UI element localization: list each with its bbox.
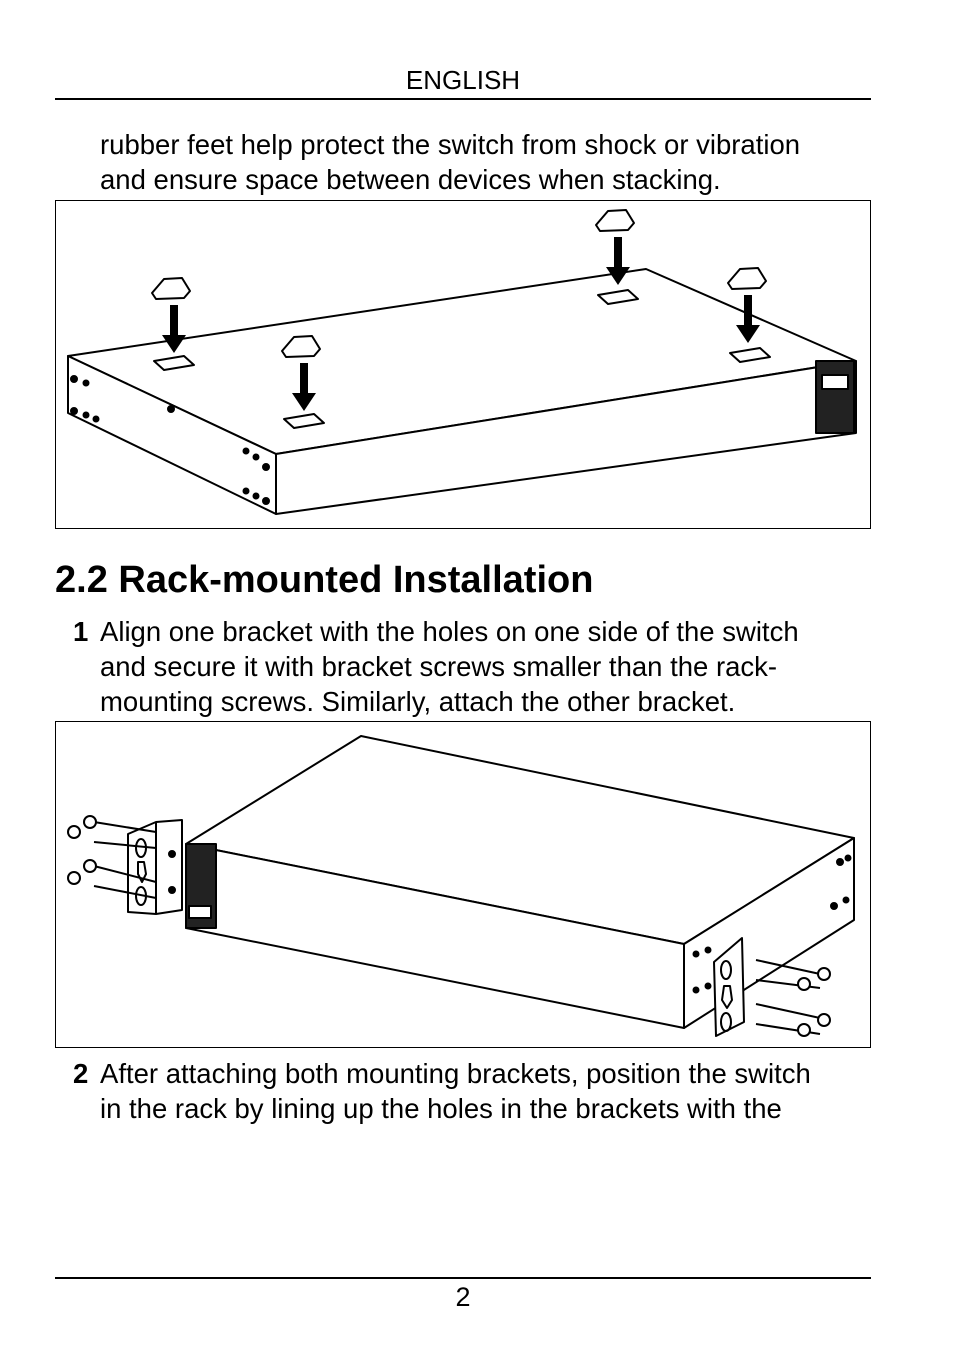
page-header-language: ENGLISH xyxy=(405,65,521,95)
step-1-line-2: and secure it with bracket screws smalle… xyxy=(100,651,778,682)
intro-line-2: and ensure space between devices when st… xyxy=(100,164,721,195)
rack-bracket-diagram-icon xyxy=(67,735,855,1037)
step-2-number: 2 xyxy=(73,1058,89,1089)
step-1-number: 1 xyxy=(73,616,89,647)
step-1-line-3: mounting screws. Similarly, attach the o… xyxy=(100,686,736,717)
intro-line-1: rubber feet help protect the switch from… xyxy=(100,129,801,160)
section-heading: 2.2 Rack-mounted Installation xyxy=(55,559,594,601)
step-1-line-1: Align one bracket with the holes on one … xyxy=(100,616,799,647)
footer-rule xyxy=(55,1277,871,1279)
page-number: 2 xyxy=(455,1282,471,1312)
rubber-feet-diagram-icon xyxy=(67,209,857,515)
header-rule xyxy=(55,98,871,100)
step-2-line-2: in the rack by lining up the holes in th… xyxy=(100,1093,782,1124)
rubber-feet-figure xyxy=(55,200,871,529)
step-2-line-1: After attaching both mounting brackets, … xyxy=(100,1058,811,1089)
rack-bracket-figure xyxy=(55,721,871,1048)
